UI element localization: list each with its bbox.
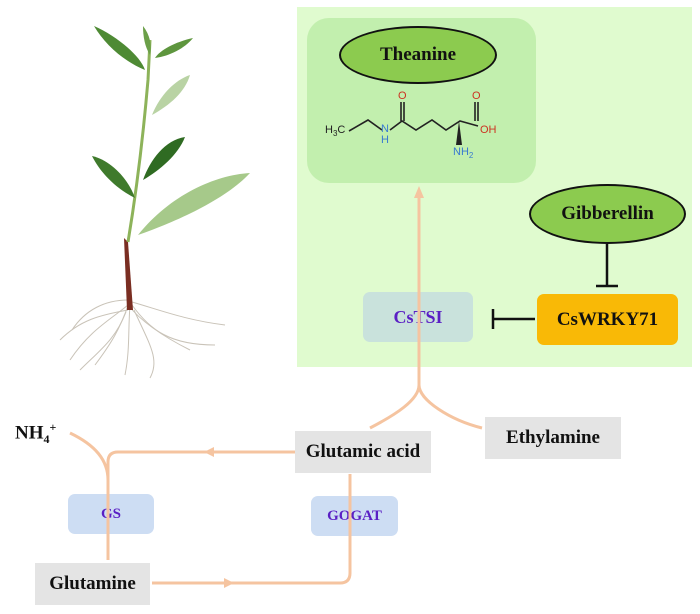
amine-sub: 2 <box>468 151 474 161</box>
amine-nh: NH <box>453 146 469 158</box>
gogat-box: GOGAT <box>311 496 398 536</box>
arrowhead-right <box>224 578 234 588</box>
ammonium-charge: + <box>49 420 57 434</box>
h3c-c: C <box>337 124 346 136</box>
amine-label: NH2 <box>453 146 473 160</box>
cswrky71-label: CsWRKY71 <box>556 308 659 330</box>
oxygen-label-2: O <box>472 90 481 102</box>
ammonium-sub: 4 <box>43 432 50 447</box>
h3c-label: H3C <box>325 124 345 138</box>
ethylamine-to-theanine-curve <box>417 384 483 430</box>
stem-green <box>126 39 152 243</box>
h3c-h: H <box>325 124 333 136</box>
tea-plant-illustration <box>59 26 250 379</box>
wedge-bond <box>456 121 462 145</box>
arrowhead-up <box>414 186 424 198</box>
bond <box>474 102 479 121</box>
glutamic-to-glutamine-line <box>106 450 295 560</box>
oxygen-label-1: O <box>398 90 407 102</box>
n-label: N <box>381 123 389 135</box>
ammonium-nh: NH <box>15 422 44 444</box>
glutamine-to-glutamic-line <box>152 474 352 585</box>
bond <box>389 119 479 131</box>
leaf <box>143 26 151 55</box>
gibberellin-ellipse: Gibberellin <box>529 184 686 244</box>
leaf <box>143 137 185 180</box>
glutamic-acid-label: Glutamic acid <box>305 441 421 462</box>
bond <box>400 102 405 121</box>
hydroxyl-label: OH <box>480 124 497 136</box>
stem-brown <box>124 238 133 310</box>
leaf <box>138 173 250 235</box>
glutamine-box: Glutamine <box>35 563 150 605</box>
arrowhead-left <box>204 447 214 457</box>
theanine-ellipse: Theanine <box>339 26 497 84</box>
ethylamine-box: Ethylamine <box>485 417 621 459</box>
glutamine-label: Glutamine <box>49 573 136 594</box>
bond <box>348 119 383 132</box>
gs-label: GS <box>100 505 121 522</box>
nh4-curve <box>69 431 110 481</box>
theanine-label: Theanine <box>379 44 457 65</box>
glutamic-to-theanine-curve <box>369 384 421 430</box>
ammonium-label: NH4+ <box>15 420 56 447</box>
h3c-sub: 3 <box>332 129 338 139</box>
leaf <box>92 156 135 198</box>
leaf <box>94 26 145 70</box>
gogat-label: GOGAT <box>327 507 382 524</box>
cswrky71-box: CsWRKY71 <box>537 294 678 345</box>
leaf <box>152 75 190 115</box>
leaf <box>155 38 193 58</box>
gibberellin-label: Gibberellin <box>561 203 654 224</box>
gs-box: GS <box>68 494 154 534</box>
nh-h-label: H <box>381 134 389 146</box>
glutamic-acid-box: Glutamic acid <box>295 431 431 473</box>
ethylamine-label: Ethylamine <box>506 427 600 448</box>
